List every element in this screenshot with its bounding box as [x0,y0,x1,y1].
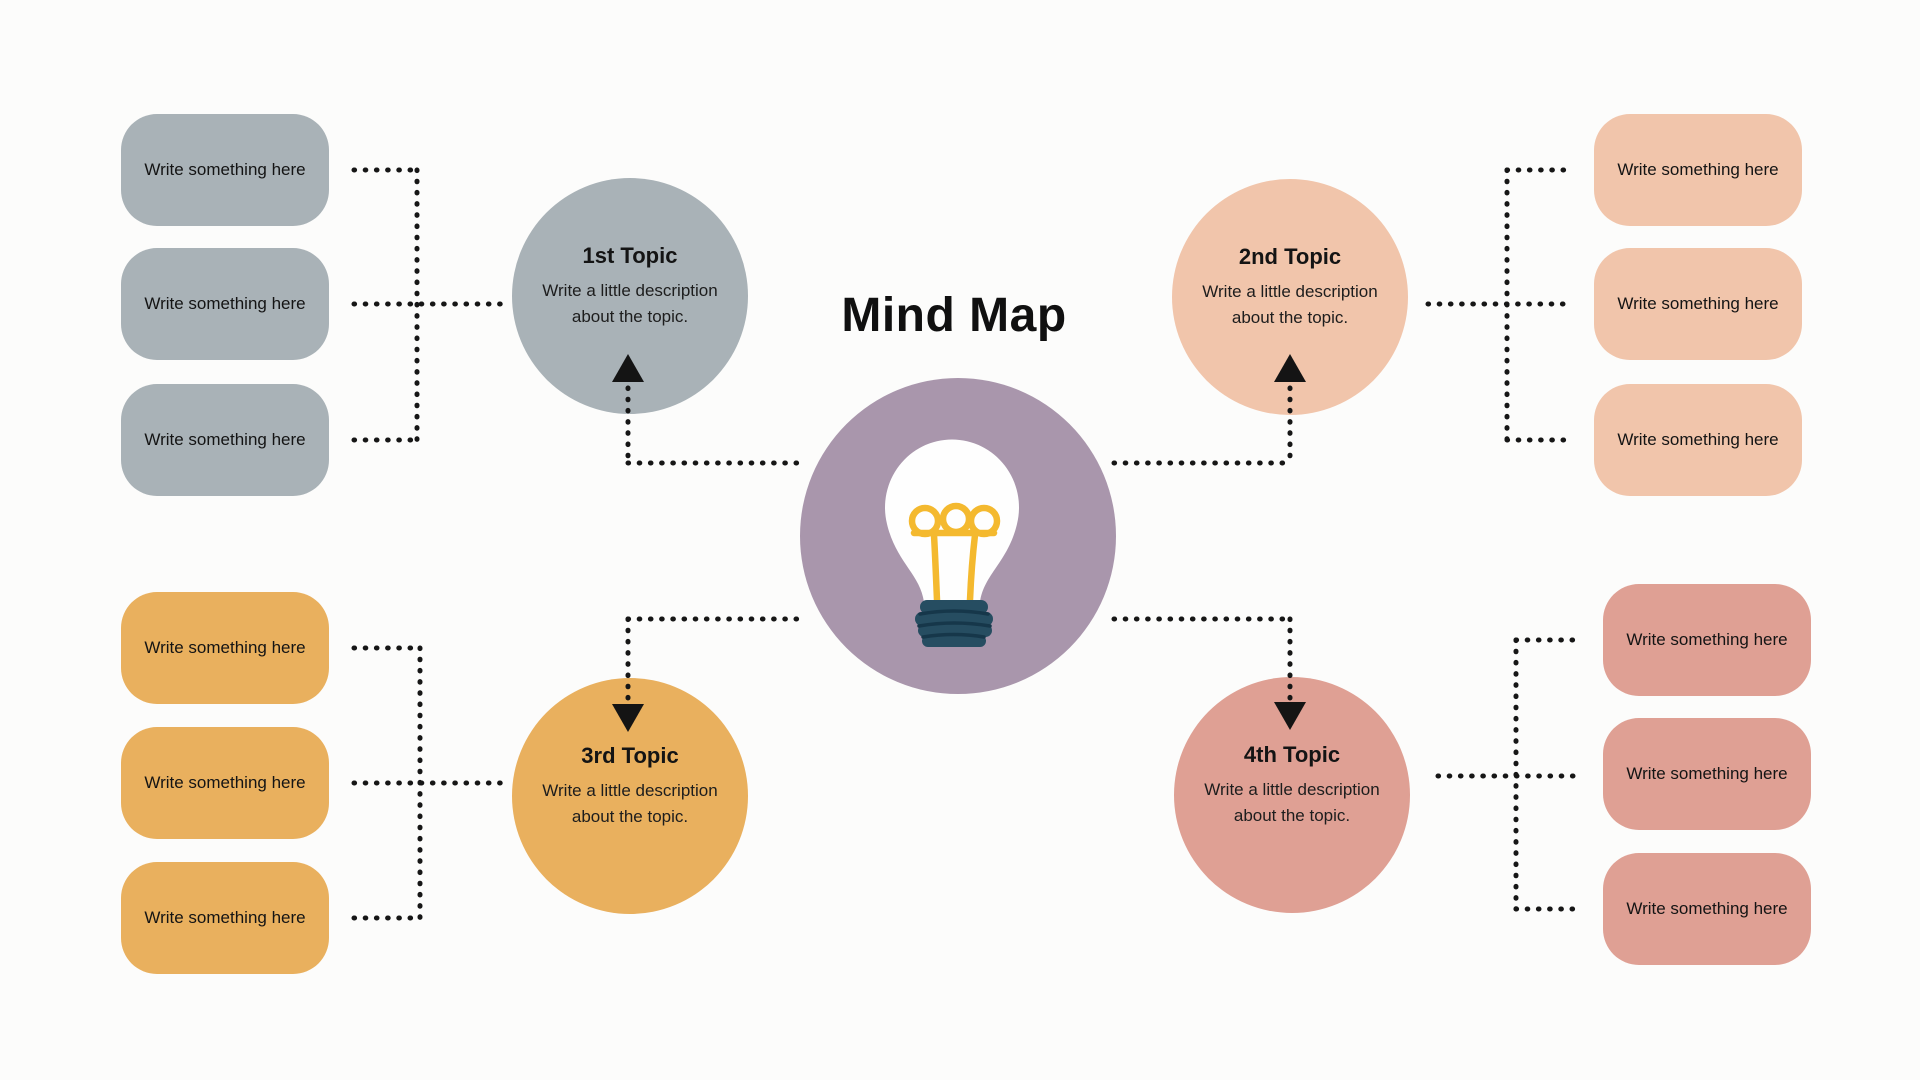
topic-circle-4th: 4th Topic Write a little description abo… [1174,677,1410,913]
branch-box: Write something here [1594,384,1802,496]
topic-title: 4th Topic [1243,741,1341,767]
topic-description: Write a little description about the top… [542,281,718,326]
branch-box: Write something here [121,862,329,974]
topic-circle-3rd: 3rd Topic Write a little description abo… [512,678,748,914]
branch-box: Write something here [1603,853,1811,965]
branch-box: Write something here [121,727,329,839]
branch-box: Write something here [121,114,329,226]
branch-box: Write something here [1594,114,1802,226]
branch-box: Write something here [1594,248,1802,360]
topic-description: Write a little description about the top… [1202,282,1378,327]
topic-description: Write a little description about the top… [542,781,718,826]
branch-box: Write something here [121,592,329,704]
branch-box: Write something here [1603,584,1811,696]
topic-title: 1st Topic [582,242,678,268]
branch-box: Write something here [121,384,329,496]
page-title: Mind Map [841,289,1067,342]
lightbulb-icon [885,439,1019,647]
branch-box: Write something here [121,248,329,360]
topic-description: Write a little description about the top… [1204,780,1380,825]
topic-title: 3rd Topic [581,742,679,768]
topic-title: 2nd Topic [1238,243,1342,269]
topic-circle-2nd: 2nd Topic Write a little description abo… [1172,179,1408,415]
central-hub-circle [800,378,1116,694]
topic-circle-1st: 1st Topic Write a little description abo… [512,178,748,414]
branch-box: Write something here [1603,718,1811,830]
